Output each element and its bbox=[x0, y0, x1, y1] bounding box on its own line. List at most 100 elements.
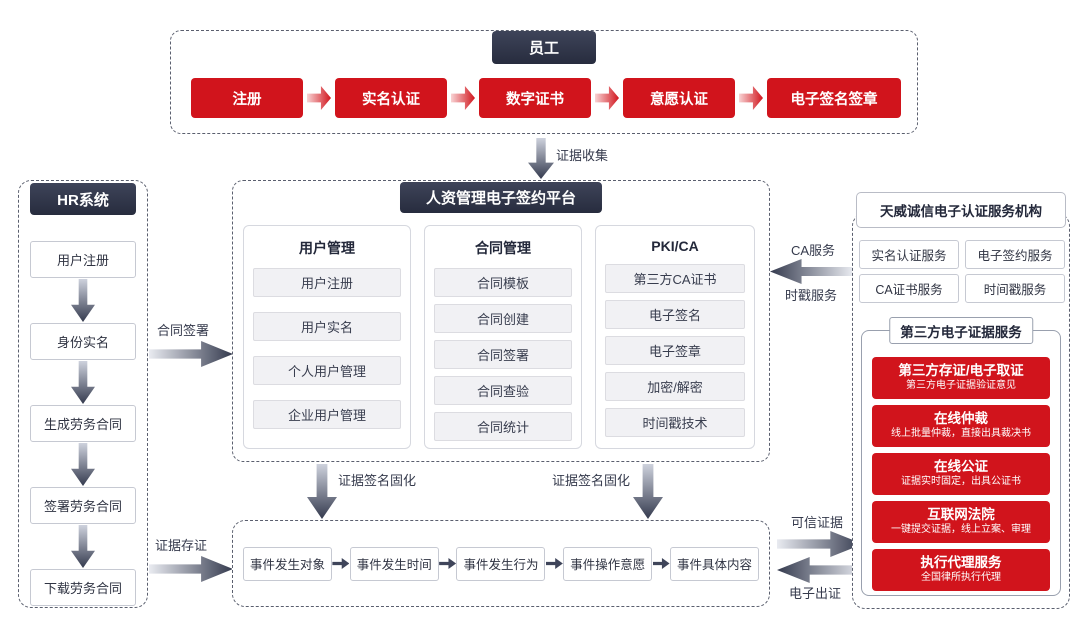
platform-item: 用户实名 bbox=[253, 312, 401, 341]
evidence-card-deposit: 第三方存证/电子取证 第三方电子证据验证意见 bbox=[872, 357, 1050, 399]
event-item-intent: 事件操作意愿 bbox=[563, 546, 653, 581]
evidence-store-label: 证据存证 bbox=[155, 538, 208, 553]
hr-system-title: HR系统 bbox=[30, 183, 136, 215]
electronic-cert-out-label: 电子出证 bbox=[789, 586, 842, 601]
trusted-evidence-label: 可信证据 bbox=[791, 515, 844, 530]
column-contract-management: 合同管理 合同模板 合同创建 合同签署 合同查验 合同统计 bbox=[424, 225, 582, 449]
column-items: 第三方CA证书 电子签名 电子签章 加密/解密 时间戳技术 bbox=[605, 264, 745, 437]
column-user-management: 用户管理 用户注册 用户实名 个人用户管理 企业用户管理 bbox=[243, 225, 411, 449]
hr-step-sign-contract: 签署劳务合同 bbox=[30, 487, 136, 524]
platform-item: 企业用户管理 bbox=[253, 400, 401, 429]
red-right-arrow-icon bbox=[595, 86, 619, 110]
down-arrow-icon bbox=[71, 279, 95, 322]
evidence-card-execution-agency: 执行代理服务 全国律所执行代理 bbox=[872, 549, 1050, 591]
platform-item: 时间戳技术 bbox=[605, 408, 745, 437]
evidence-card-subtitle: 线上批量仲裁，直接出具裁决书 bbox=[891, 428, 1031, 440]
third-party-evidence-box: 第三方电子证据服务 第三方存证/电子取证 第三方电子证据验证意见 在线仲裁 线上… bbox=[861, 317, 1061, 596]
contract-sign-label: 合同签署 bbox=[157, 323, 210, 338]
platform-item: 加密/解密 bbox=[605, 372, 745, 401]
flow-step-esign: 电子签名签章 bbox=[767, 78, 901, 118]
service-timestamp: 时间戳服务 bbox=[965, 274, 1065, 303]
column-title: PKI/CA bbox=[651, 238, 699, 254]
column-title: 用户管理 bbox=[299, 240, 355, 256]
evidence-card-arbitration: 在线仲裁 线上批量仲裁，直接出具裁决书 bbox=[872, 405, 1050, 447]
platform-item: 合同创建 bbox=[434, 304, 572, 333]
flow-step-realname: 实名认证 bbox=[335, 78, 447, 118]
left-arrow-icon bbox=[770, 259, 853, 284]
evidence-card-title: 在线仲裁 bbox=[934, 411, 988, 427]
down-arrow-icon bbox=[71, 361, 95, 404]
flow-step-certificate: 数字证书 bbox=[479, 78, 591, 118]
event-item-action: 事件发生行为 bbox=[456, 546, 546, 581]
ca-org-services: 实名认证服务 电子签约服务 CA证书服务 时间戳服务 bbox=[859, 240, 1065, 303]
column-items: 合同模板 合同创建 合同签署 合同查验 合同统计 bbox=[434, 268, 572, 441]
evidence-card-subtitle: 一键提交证据，线上立案、审理 bbox=[891, 524, 1031, 536]
column-pki-ca: PKI/CA 第三方CA证书 电子签名 电子签章 加密/解密 时间戳技术 bbox=[595, 225, 755, 449]
left-arrow-icon bbox=[777, 557, 863, 583]
flow-step-register: 注册 bbox=[191, 78, 303, 118]
right-arrow-icon bbox=[149, 341, 233, 367]
platform-item: 电子签章 bbox=[605, 336, 745, 365]
evidence-card-notary: 在线公证 证据实时固定，出具公证书 bbox=[872, 453, 1050, 495]
evidence-card-subtitle: 全国律所执行代理 bbox=[921, 572, 1001, 584]
platform-title: 人资管理电子签约平台 bbox=[399, 182, 603, 213]
ca-org-title: 天威诚信电子认证服务机构 bbox=[856, 192, 1066, 228]
red-right-arrow-icon bbox=[739, 86, 763, 110]
evidence-card-title: 第三方存证/电子取证 bbox=[898, 363, 1024, 379]
mini-right-arrow-icon bbox=[545, 558, 563, 569]
right-arrow-icon bbox=[149, 556, 233, 582]
platform-item: 合同签署 bbox=[434, 340, 572, 369]
hr-steps-column: 用户注册 身份实名 生成劳务合同 签署劳务合同 下载劳务合同 bbox=[30, 241, 136, 606]
ca-service-label: CA服务 bbox=[791, 243, 836, 258]
event-chain-panel: 事件发生对象 事件发生时间 事件发生行为 事件操作意愿 事件具体内容 bbox=[232, 520, 770, 607]
evidence-card-title: 在线公证 bbox=[934, 459, 988, 475]
employee-flow-panel: 员工 注册 实名认证 数字证书 意愿认证 电子签名签章 bbox=[170, 30, 918, 134]
evidence-collect-label: 证据收集 bbox=[556, 148, 609, 163]
platform-item: 第三方CA证书 bbox=[605, 264, 745, 293]
down-arrow-icon bbox=[71, 525, 95, 568]
platform-columns: 用户管理 用户注册 用户实名 个人用户管理 企业用户管理 合同管理 合同模板 合… bbox=[243, 225, 755, 449]
evidence-card-title: 互联网法院 bbox=[927, 507, 995, 523]
flow-step-intent: 意愿认证 bbox=[623, 78, 735, 118]
event-item-content: 事件具体内容 bbox=[669, 546, 759, 581]
evidence-card-subtitle: 第三方电子证据验证意见 bbox=[906, 380, 1016, 392]
evidence-card-title: 执行代理服务 bbox=[920, 555, 1002, 571]
down-arrow-icon bbox=[307, 464, 337, 519]
evidence-card-subtitle: 证据实时固定，出具公证书 bbox=[901, 476, 1021, 488]
column-items: 用户注册 用户实名 个人用户管理 企业用户管理 bbox=[253, 268, 401, 429]
timestamp-service-label: 时戳服务 bbox=[785, 288, 838, 303]
down-arrow-icon bbox=[633, 464, 663, 519]
platform-item: 个人用户管理 bbox=[253, 356, 401, 385]
employee-flow-row: 注册 实名认证 数字证书 意愿认证 电子签名签章 bbox=[191, 78, 901, 118]
right-arrow-icon bbox=[777, 531, 863, 557]
platform-item: 电子签名 bbox=[605, 300, 745, 329]
platform-panel: 人资管理电子签约平台 用户管理 用户注册 用户实名 个人用户管理 企业用户管理 … bbox=[232, 180, 770, 462]
column-title: 合同管理 bbox=[475, 240, 531, 256]
event-item-object: 事件发生对象 bbox=[243, 546, 333, 581]
hr-step-user-register: 用户注册 bbox=[30, 241, 136, 278]
event-item-time: 事件发生时间 bbox=[349, 546, 439, 581]
evidence-card-internet-court: 互联网法院 一键提交证据，线上立案、审理 bbox=[872, 501, 1050, 543]
event-chain-row: 事件发生对象 事件发生时间 事件发生行为 事件操作意愿 事件具体内容 bbox=[243, 521, 759, 606]
mini-right-arrow-icon bbox=[439, 558, 457, 569]
hr-system-panel: HR系统 用户注册 身份实名 生成劳务合同 签署劳务合同 下载劳务合同 bbox=[18, 180, 148, 608]
platform-item: 合同查验 bbox=[434, 376, 572, 405]
ca-org-panel: 天威诚信电子认证服务机构 实名认证服务 电子签约服务 CA证书服务 时间戳服务 … bbox=[852, 192, 1070, 609]
platform-item: 合同统计 bbox=[434, 412, 572, 441]
evidence-solidify-label-right: 证据签名固化 bbox=[552, 473, 631, 488]
third-party-evidence-list: 第三方存证/电子取证 第三方电子证据验证意见 在线仲裁 线上批量仲裁，直接出具裁… bbox=[872, 357, 1050, 591]
hr-step-download-contract: 下载劳务合同 bbox=[30, 569, 136, 606]
service-realname-auth: 实名认证服务 bbox=[859, 240, 959, 269]
service-esign: 电子签约服务 bbox=[965, 240, 1065, 269]
mini-right-arrow-icon bbox=[332, 558, 350, 569]
platform-item: 合同模板 bbox=[434, 268, 572, 297]
mini-right-arrow-icon bbox=[652, 558, 670, 569]
hr-step-generate-contract: 生成劳务合同 bbox=[30, 405, 136, 442]
employee-flow-title: 员工 bbox=[492, 31, 596, 64]
down-arrow-icon bbox=[528, 138, 554, 179]
red-right-arrow-icon bbox=[451, 86, 475, 110]
down-arrow-icon bbox=[71, 443, 95, 486]
red-right-arrow-icon bbox=[307, 86, 331, 110]
hr-step-identity: 身份实名 bbox=[30, 323, 136, 360]
